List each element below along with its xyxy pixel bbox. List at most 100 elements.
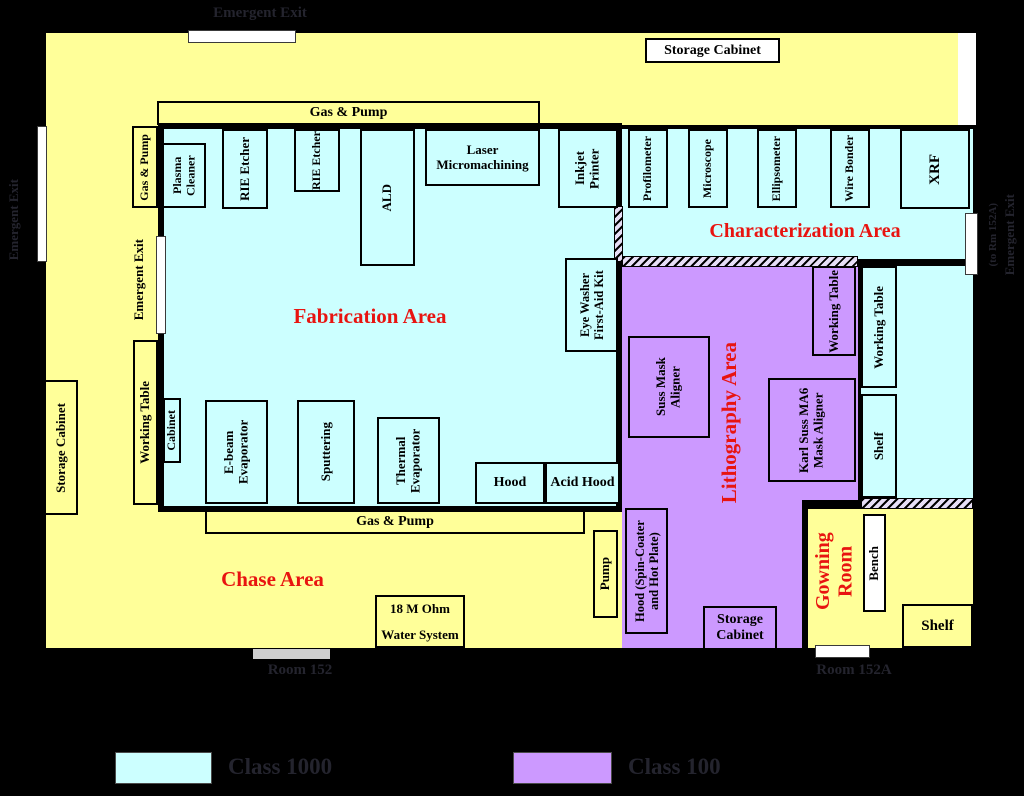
ellipsometer-label: Ellipsometer	[769, 135, 784, 202]
chase-title-label: Chase Area	[221, 566, 324, 591]
char-working-table: Working Table	[861, 266, 897, 388]
equip-sputtering: Sputtering	[297, 400, 355, 504]
gas-pump-top-label: Gas & Pump	[309, 105, 388, 121]
profilometer-label: Profilometer	[640, 135, 655, 202]
top-emergent-exit-label: Emergent Exit	[213, 4, 307, 21]
microscope-label: Microscope	[700, 138, 715, 199]
room-152a-label: Room 152A	[816, 661, 892, 678]
gowning-shelf: Shelf	[902, 604, 973, 648]
equip-profilometer: Profilometer	[628, 129, 668, 208]
equip-laser-micromachining: Laser Micromachining	[425, 129, 540, 186]
acid-hood-label: Acid Hood	[550, 475, 615, 491]
equip-thermal-evaporator: Thermal Evaporator	[377, 417, 440, 504]
laser-label: Laser Micromachining	[436, 141, 529, 172]
characterization-area-title: Characterization Area	[640, 218, 970, 245]
thermal-label: Thermal Evaporator	[392, 428, 423, 493]
chase-pump: Pump	[593, 530, 618, 618]
fabrication-title-label: Fabrication Area	[293, 303, 447, 328]
char-working-table-label: Working Table	[870, 285, 886, 369]
char-shelf: Shelf	[861, 394, 897, 498]
chase-emergent-exit-label: Emergent Exit	[130, 239, 146, 321]
room-152a: Room 152A	[798, 660, 910, 680]
top-emergent-exit: Emergent Exit	[195, 3, 325, 23]
equip-hood: Hood	[475, 462, 545, 504]
right-emergent-exit: Emergent Exit	[1000, 160, 1020, 310]
gowning-shelf-label: Shelf	[921, 617, 954, 634]
chase-storage-cabinet-label: Storage Cabinet	[52, 402, 68, 493]
equip-ebeam-evaporator: E-beam Evaporator	[205, 400, 268, 504]
litho-working-table: Working Table	[812, 266, 856, 356]
lithography-area-title: Lithography Area	[706, 318, 754, 528]
door-gowning-bottom	[815, 645, 870, 658]
door-right-wall	[965, 213, 978, 275]
gowning-bench: Bench	[863, 514, 886, 612]
gas-pump-bottom-label: Gas & Pump	[356, 514, 434, 530]
lithography-title-label: Lithography Area	[717, 342, 742, 504]
litho-storage-cabinet: Storage Cabinet	[703, 606, 777, 650]
room-152-label: Room 152	[267, 661, 333, 678]
equip-wire-bonder: Wire Bonder	[830, 129, 870, 208]
litho-storage-cabinet-label: Storage Cabinet	[716, 612, 764, 643]
equip-eye-washer: Eye Washer First-Aid Kit	[565, 258, 618, 352]
char-shelf-label: Shelf	[870, 431, 886, 461]
wire-bonder-label: Wire Bonder	[842, 135, 857, 202]
ald-label: ALD	[379, 183, 395, 212]
door-top-right-corner	[958, 33, 976, 125]
chase-area-title: Chase Area	[195, 565, 350, 593]
right-emergent-exit-label: Emergent Exit	[1001, 194, 1017, 276]
gas-pump-top-strip: Gas & Pump	[157, 101, 540, 125]
legend-class100: Class 100	[628, 748, 748, 786]
equip-xrf: XRF	[900, 129, 970, 209]
characterization-title-label: Characterization Area	[709, 220, 901, 242]
ebeam-label: E-beam Evaporator	[220, 419, 251, 485]
legend-class1000-label: Class 1000	[228, 754, 333, 779]
chase-working-table: Working Table	[133, 340, 158, 505]
suss-label: Suss Mask Aligner	[653, 357, 683, 417]
water-system: 18 M Ohm Water System	[375, 595, 465, 648]
cabinet-label: Cabinet	[164, 410, 179, 451]
equip-acid-hood: Acid Hood	[545, 462, 620, 504]
eye-washer-label: Eye Washer First-Aid Kit	[577, 270, 606, 340]
equip-hood-spin-coater: Hood (Spin-Coater and Hot Plate)	[625, 508, 668, 634]
litho-working-table-label: Working Table	[825, 269, 841, 353]
hood-label: Hood	[493, 475, 527, 491]
gas-pump-side: Gas & Pump	[132, 126, 158, 208]
room-152: Room 152	[250, 660, 350, 680]
xrf-label: XRF	[926, 153, 943, 185]
wall-hatch-litho-top	[622, 256, 858, 267]
equip-ellipsometer: Ellipsometer	[757, 129, 797, 208]
legend-class1000: Class 1000	[228, 748, 348, 786]
equip-inkjet-printer: Inkjet Printer	[558, 129, 618, 208]
gas-pump-side-label: Gas & Pump	[137, 133, 152, 201]
right-emergent-exit-note: (to Rm 152A)	[985, 168, 1001, 302]
legend-class1000-swatch	[115, 752, 212, 784]
rie-etcher-2-label: RIE Etcher	[309, 131, 324, 190]
equip-cabinet: Cabinet	[163, 398, 181, 463]
wall-hatch-gowning-top	[861, 498, 973, 509]
equip-rie-etcher-2: RIE Etcher	[294, 129, 340, 192]
chase-emergent-exit: Emergent Exit	[126, 228, 152, 332]
gowning-title-label: Gowning Room	[811, 532, 856, 610]
chase-working-table-label: Working Table	[137, 381, 153, 464]
wall-hatch-fab-char	[614, 206, 623, 262]
hood-spin-label: Hood (Spin-Coater and Hot Plate)	[632, 520, 661, 622]
legend-class100-swatch	[513, 752, 612, 784]
left-emergent-exit-label: Emergent Exit	[5, 179, 21, 261]
gowning-room-title: Gowning Room	[806, 512, 862, 630]
equip-plasma-cleaner: Plasma Cleaner	[162, 143, 206, 208]
top-storage-cabinet-label: Storage Cabinet	[664, 42, 761, 58]
chase-pump-label: Pump	[597, 557, 613, 591]
right-emergent-exit-note-label: (to Rm 152A)	[986, 203, 999, 267]
chase-bottom-band	[46, 512, 622, 648]
equip-rie-etcher-1: RIE Etcher	[222, 129, 268, 209]
equip-karl-suss-ma6: Karl Suss MA6 Mask Aligner	[768, 378, 856, 482]
plasma-cleaner-label: Plasma Cleaner	[169, 155, 197, 196]
water-system-label: 18 M Ohm Water System	[381, 600, 459, 642]
rie-etcher-1-label: RIE Etcher	[236, 137, 252, 201]
inkjet-label: Inkjet Printer	[572, 148, 602, 189]
gas-pump-bottom-strip: Gas & Pump	[205, 510, 585, 534]
fabrication-area-title: Fabrication Area	[255, 302, 485, 330]
door-fabrication-entry	[156, 236, 166, 334]
legend-class100-label: Class 100	[628, 754, 721, 779]
